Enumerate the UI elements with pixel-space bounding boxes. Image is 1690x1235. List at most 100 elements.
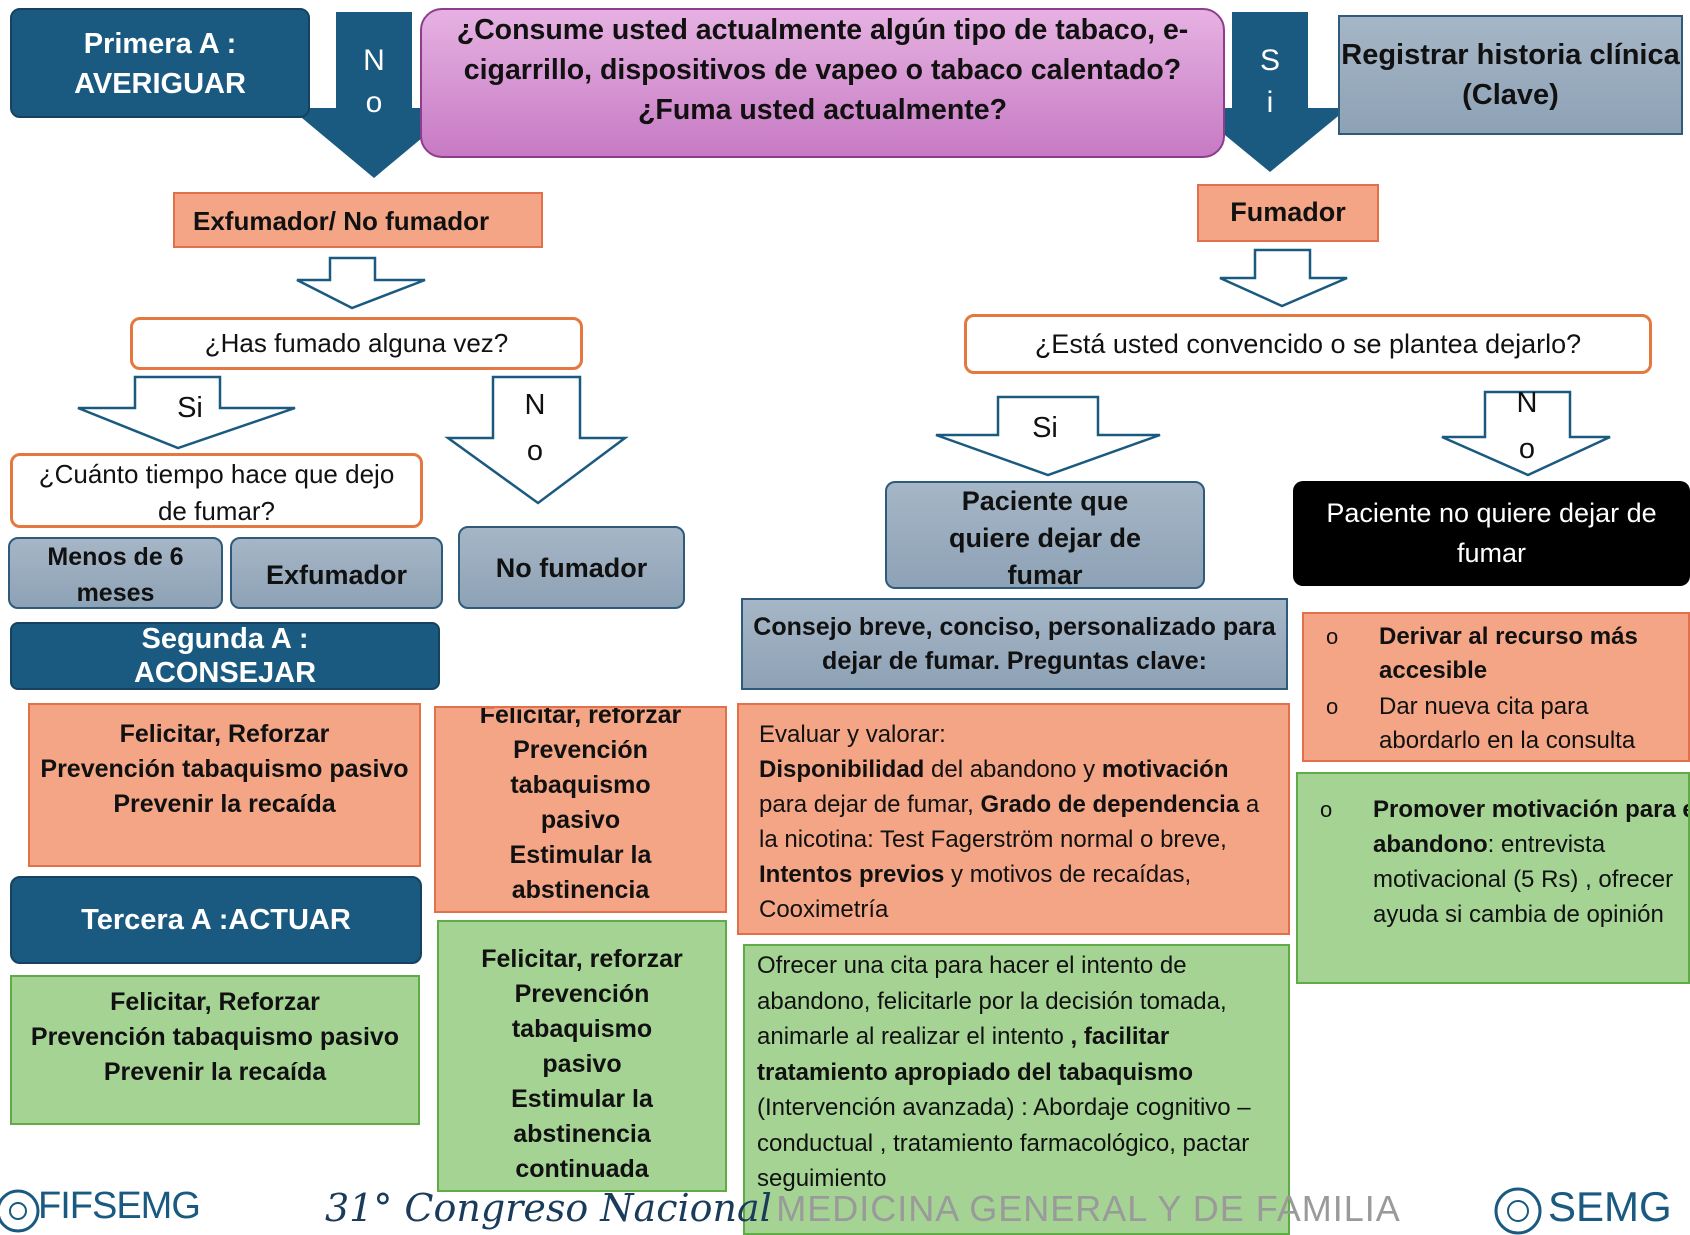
act-b-line-3: Estimular la abstinencia continuada: [511, 1085, 653, 1183]
step-primera-box: Primera A : AVERIGUAR: [10, 8, 310, 118]
semg-logo-text: SEMG: [1548, 1183, 1672, 1230]
patient-wants-label: Paciente que quiere dejar de fumar: [948, 486, 1142, 589]
si-label-main: S i: [1252, 40, 1288, 124]
refer-item-2-text: Dar nueva cita para abordarlo en la cons…: [1379, 693, 1636, 754]
exfumador-box: Exfumador: [230, 537, 443, 609]
patient-not-wants-box: Paciente no quiere dejar de fumar: [1293, 481, 1690, 586]
evaluate-box: Evaluar y valorar: Disponibilidad del ab…: [737, 703, 1290, 935]
act-offer-text-2: (Intervención avanzada) : Abordaje cogni…: [757, 1094, 1251, 1192]
nofumador-label: No fumador: [495, 553, 648, 583]
no-label-right: N o: [1507, 380, 1547, 472]
no-label-left: N o: [515, 382, 555, 474]
promote-bold: Promover motivación para el abandono: [1373, 796, 1690, 858]
congress-rest: MEDICINA GENERAL Y DE FAMILIA: [776, 1188, 1401, 1229]
down-arrow-exfumador: [296, 256, 426, 310]
no-label-main: N o: [356, 40, 392, 124]
status-exfumador: Exfumador/ No fumador: [193, 206, 490, 236]
status-fumador: Fumador: [1230, 197, 1346, 227]
evaluate-bold-1: Disponibilidad: [759, 756, 925, 783]
advise-b-box: Felicitar, reforzar Prevención tabaquism…: [434, 706, 727, 913]
status-exfumador-box: Exfumador/ No fumador: [173, 192, 543, 248]
advise-b-line-1: Felicitar, reforzar: [479, 706, 682, 729]
no-label-main-n: N: [363, 44, 385, 77]
fifsemg-logo-text: FIFSEMG: [38, 1185, 201, 1227]
si-label-main-i: i: [1266, 86, 1274, 119]
congress-title: 31° Congreso Nacional MEDICINA GENERAL Y…: [325, 1186, 1401, 1230]
step-primera: Primera A : AVERIGUAR: [74, 28, 246, 100]
act-b-line-1: Felicitar, reforzar: [481, 945, 683, 973]
si-label-right: Si: [1032, 412, 1058, 444]
si-label-main-s: S: [1259, 44, 1280, 77]
step-segunda-box: Segunda A : ACONSEJAR: [10, 622, 440, 690]
si-arrow-left: [77, 375, 296, 450]
evaluate-text-1: del abandono y: [924, 756, 1102, 783]
si-label-left: Si: [177, 392, 203, 424]
status-fumador-box: Fumador: [1197, 184, 1379, 242]
evaluate-bold-4: Intentos previos: [759, 861, 945, 888]
main-question-box: ¿Consume usted actualmente algún tipo de…: [420, 8, 1225, 158]
register-box: Registrar historia clínica (Clave): [1338, 15, 1683, 135]
step-tercera: Tercera A :ACTUAR: [81, 904, 351, 936]
no-label-left-o: o: [526, 435, 544, 467]
evaluate-bold-3: Grado de dependencia: [980, 791, 1240, 818]
no-arrow-left: [444, 375, 629, 505]
no-arrow-main: [290, 12, 458, 178]
act-a-box: Felicitar, Reforzar Prevención tabaquism…: [10, 975, 420, 1125]
evaluate-intro: Evaluar y valorar:: [759, 721, 946, 748]
register-label: Registrar historia clínica (Clave): [1341, 39, 1680, 111]
refer-item-1: o Derivar al recurso más accesible: [1304, 620, 1688, 688]
si-arrow-main: [1192, 12, 1348, 172]
semg-logo-icon: [1494, 1187, 1542, 1235]
advise-b-line-2: Prevención tabaquismo pasivo: [510, 736, 651, 834]
advice-box: Consejo breve, conciso, personalizado pa…: [741, 598, 1288, 690]
main-question: ¿Consume usted actualmente algún tipo de…: [456, 14, 1189, 126]
advice-text: Consejo breve, conciso, personalizado pa…: [753, 613, 1276, 675]
question-convencido-box: ¿Está usted convencido o se plantea deja…: [964, 314, 1652, 374]
bullet-marker: o: [1326, 624, 1339, 649]
no-label-main-o: o: [365, 86, 383, 119]
patient-not-wants-label: Paciente no quiere dejar de fumar: [1326, 498, 1657, 568]
act-b-box: Felicitar, reforzar Prevención tabaquism…: [437, 920, 727, 1192]
fifsemg-logo: FIFSEMG: [0, 1185, 201, 1235]
step-tercera-box: Tercera A :ACTUAR: [10, 876, 422, 964]
question-tiempo-box: ¿Cuánto tiempo hace que dejo de fumar?: [10, 453, 423, 528]
nofumador-box: No fumador: [458, 526, 685, 609]
advise-a-line-2: Prevención tabaquismo pasivo: [40, 755, 409, 783]
less6-label: Menos de 6 meses: [47, 543, 184, 607]
question-has-fumado: ¿Has fumado alguna vez?: [204, 328, 509, 358]
exfumador-label: Exfumador: [265, 560, 408, 590]
evaluate-text-2: para dejar de fumar,: [759, 791, 981, 818]
si-arrow-right: [935, 395, 1161, 477]
evaluate-text: Disponibilidad del abandono y motivación…: [759, 752, 1274, 927]
no-label-right-n: N: [1516, 387, 1538, 419]
question-convencido: ¿Está usted convencido o se plantea deja…: [1034, 329, 1582, 359]
no-arrow-right: [1441, 390, 1611, 477]
congress-script: 31° Congreso Nacional: [325, 1186, 772, 1230]
refer-item-1-text: Derivar al recurso más accesible: [1379, 623, 1638, 684]
evaluate-text-3: a la nicotina: Test Fagerström normal o …: [759, 791, 1260, 853]
act-b-line-2: Prevención tabaquismo pasivo: [511, 980, 653, 1078]
advise-a-line-3: Prevenir la recaída: [113, 790, 336, 818]
no-label-left-n: N: [524, 389, 546, 421]
advise-b-line-3: Estimular la abstinencia continuada: [509, 841, 652, 904]
step-segunda: Segunda A : ACONSEJAR: [133, 623, 317, 689]
bullet-marker: o: [1326, 694, 1339, 719]
evaluate-bold-2: motivación: [1101, 756, 1229, 783]
less6-box: Menos de 6 meses: [8, 537, 223, 609]
refer-item-2: o Dar nueva cita para abordarlo en la con…: [1304, 690, 1688, 758]
semg-logo: SEMG: [1490, 1183, 1690, 1235]
act-a-line-1: Felicitar, Reforzar: [110, 988, 320, 1016]
fifsemg-logo-icon: [0, 1189, 40, 1233]
evaluate-text-4: y motivos de recaídas, Cooximetría: [759, 861, 1192, 923]
question-tiempo: ¿Cuánto tiempo hace que dejo de fumar?: [38, 459, 395, 526]
question-has-fumado-box: ¿Has fumado alguna vez?: [130, 317, 583, 370]
act-a-line-3: Prevenir la recaída: [103, 1058, 327, 1086]
patient-wants-box: Paciente que quiere dejar de fumar: [885, 481, 1205, 589]
act-offer-box: Ofrecer una cita para hacer el intento d…: [743, 944, 1290, 1235]
promote-text: : entrevista motivacional (5 Rs) , ofrec…: [1373, 831, 1674, 928]
